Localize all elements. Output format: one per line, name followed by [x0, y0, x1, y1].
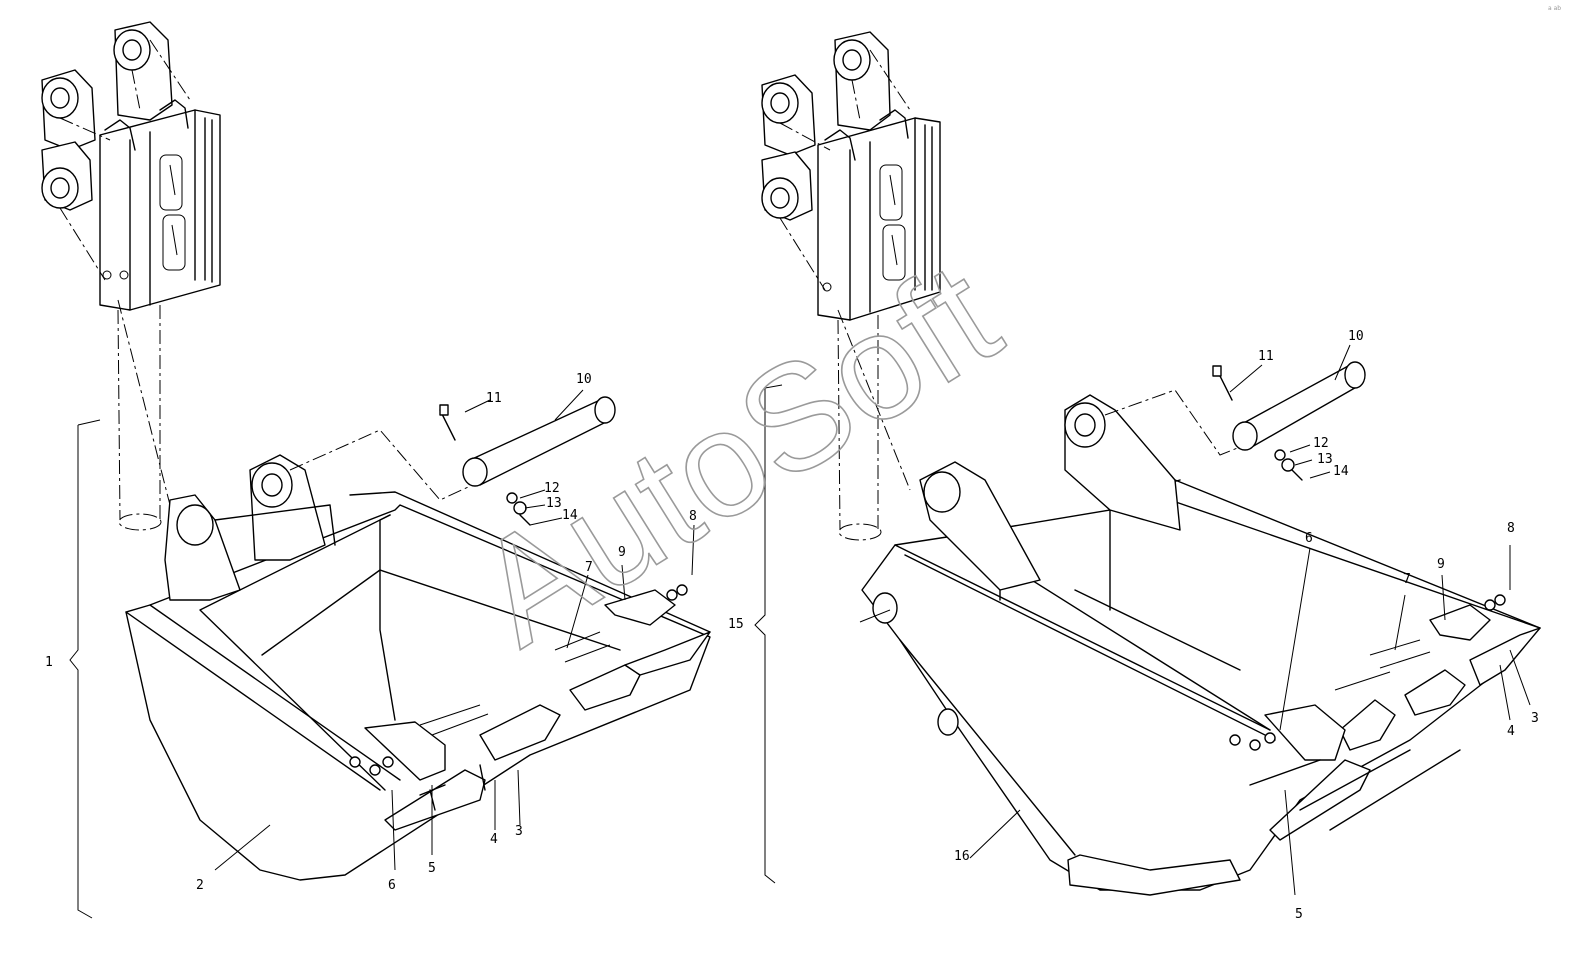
callout-10-left: 10 [576, 372, 592, 387]
callout-13-left: 13 [546, 496, 562, 511]
callout-7-right: 7 [1403, 572, 1411, 587]
callout-12-left: 12 [544, 481, 560, 496]
callout-6-left: 6 [388, 878, 396, 893]
callout-1-left: 1 [45, 655, 53, 670]
left-coupler [41, 21, 221, 311]
right-coupler [761, 31, 941, 321]
callout-3-right: 3 [1531, 711, 1539, 726]
callout-4-right: 4 [1507, 724, 1515, 739]
corner-mark: a ab [1548, 5, 1561, 12]
callout-5-left: 5 [428, 861, 436, 876]
callout-14-right: 14 [1333, 464, 1349, 479]
callout-15-right: 15 [728, 617, 744, 632]
callout-13-right: 13 [1317, 452, 1333, 467]
callout-9-left: 9 [618, 545, 626, 560]
left-assembly: 1 2 3 4 5 6 7 8 9 10 11 12 13 14 [41, 21, 711, 919]
callout-16-right: 16 [954, 849, 970, 864]
callout-3-left: 3 [515, 824, 523, 839]
right-bucket [861, 389, 1541, 896]
callout-12-right: 12 [1313, 436, 1329, 451]
callout-8-left: 8 [689, 509, 697, 524]
callout-6-right: 6 [1305, 531, 1313, 546]
callout-2-left: 2 [196, 878, 204, 893]
callout-14-left: 14 [562, 508, 578, 523]
right-assembly: 3 4 5 6 7 8 9 10 11 12 13 14 15 16 [728, 31, 1541, 922]
callout-7-left: 7 [585, 560, 593, 575]
callout-4-left: 4 [490, 832, 498, 847]
callout-11-left: 11 [486, 391, 502, 406]
callout-5-right: 5 [1295, 907, 1303, 922]
callout-8-right: 8 [1507, 521, 1515, 536]
callout-9-right: 9 [1437, 557, 1445, 572]
right-pin [1212, 361, 1366, 481]
callout-10-right: 10 [1348, 329, 1364, 344]
left-pin [439, 396, 616, 526]
callout-11-right: 11 [1258, 349, 1274, 364]
